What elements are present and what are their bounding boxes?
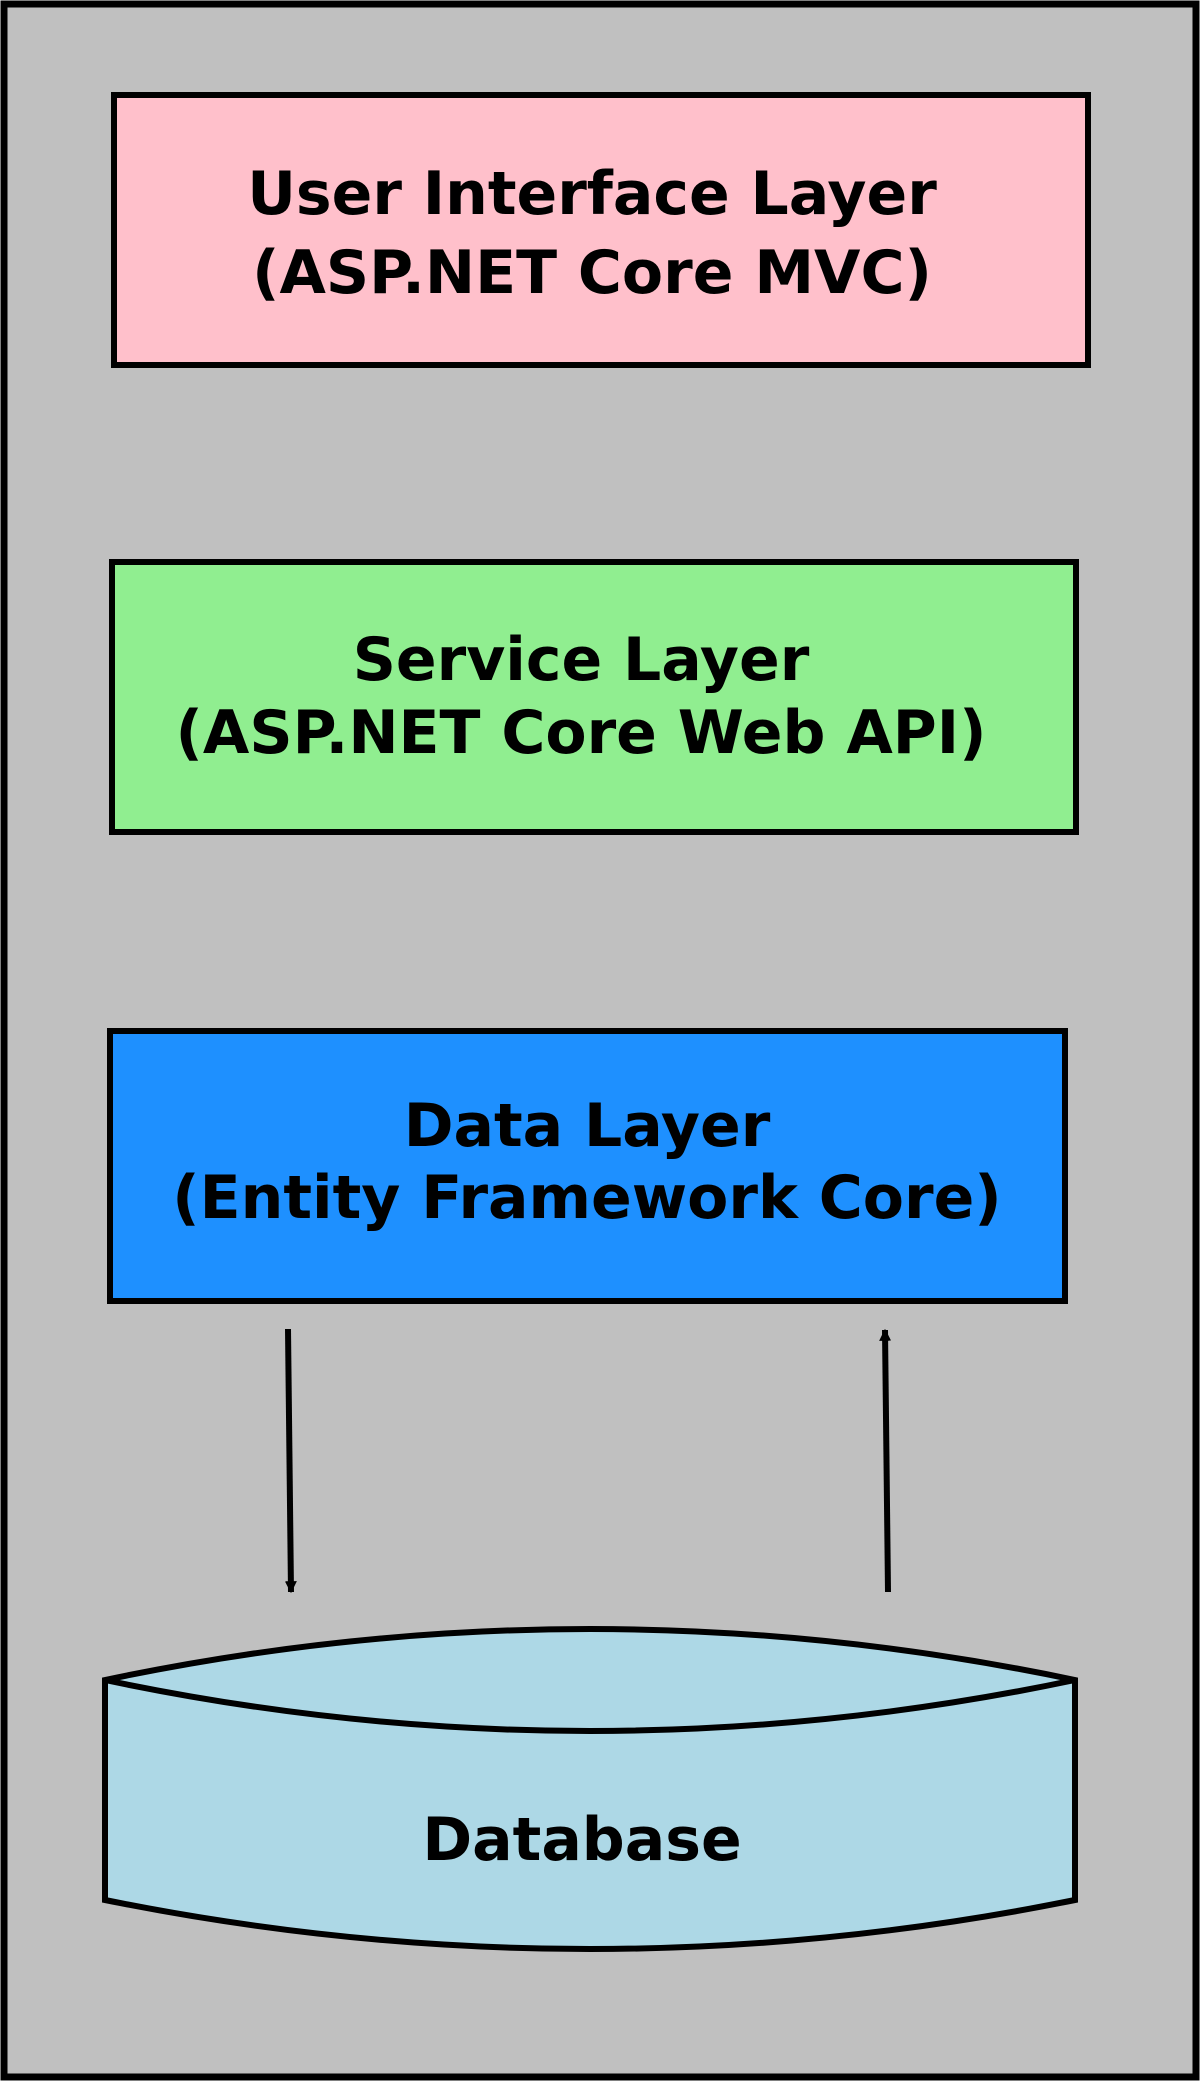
service-layer-subtitle: (ASP.NET Core Web API)	[176, 698, 987, 768]
database-label: Database	[422, 1805, 741, 1875]
data-layer-box: Data Layer (Entity Framework Core)	[107, 1028, 1068, 1304]
arrow-up-to-data-layer	[879, 1328, 892, 1593]
database-cylinder: Database	[102, 1626, 1078, 1952]
ui-layer-title: User Interface Layer	[247, 159, 937, 229]
service-layer-box: Service Layer (ASP.NET Core Web API)	[109, 559, 1079, 835]
service-layer-title: Service Layer	[353, 625, 810, 695]
ui-layer-subtitle: (ASP.NET Core MVC)	[252, 238, 932, 308]
data-layer-subtitle: (Entity Framework Core)	[172, 1163, 1001, 1233]
arrow-down-to-database	[284, 1328, 297, 1594]
ui-layer-box: User Interface Layer (ASP.NET Core MVC)	[111, 92, 1091, 368]
data-layer-title: Data Layer	[404, 1091, 771, 1161]
database-top-rim	[104, 1677, 1076, 1734]
